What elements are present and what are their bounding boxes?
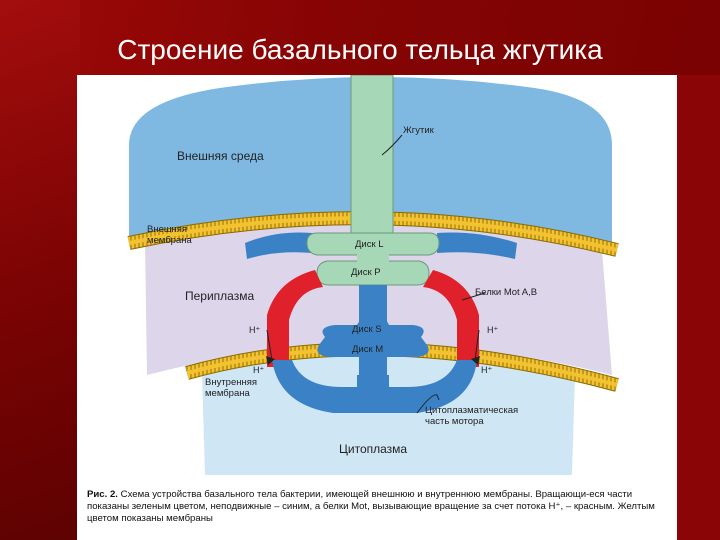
mot-protein-right [423,270,479,367]
figure-panel: Жгутик Внешняя среда Внешняя мембрана Пе… [77,75,677,540]
h-arrow-left [266,329,273,361]
label-disk-m: Диск M [352,344,383,355]
label-motor-1: Цитоплазматическая [425,405,518,416]
label-h-plus-right-top: H⁺ [487,325,498,335]
label-periplasm: Периплазма [185,289,254,303]
label-disk-p: Диск P [351,267,381,278]
caption-figure-label: Рис. 2. [87,489,118,500]
disk-p [316,260,430,286]
leader-mot [461,292,486,301]
label-disk-l: Диск L [355,239,384,250]
label-outer-membrane-1: Внешняя [147,224,187,235]
figure-caption: Рис. 2. Схема устройства базального тела… [87,489,673,525]
outer-collar-left [245,232,312,259]
label-disk-s: Диск S [352,324,382,335]
slide-title: Строение базального тельца жгутика [117,34,603,65]
outer-collar-right [437,232,517,259]
flagellum-shaft [350,75,394,236]
label-mot-proteins: Белки Mot A,B [475,287,537,298]
label-outer-membrane-2: мембрана [147,235,192,246]
label-inner-membrane-1: Внутренняя [205,377,257,388]
left-decor-band [0,0,80,540]
h-arrow-right [474,329,480,361]
label-flagellum: Жгутик [403,125,435,136]
label-h-plus-left-bottom: H⁺ [253,365,264,375]
disk-l [306,232,440,256]
label-motor-2: часть мотора [425,416,484,427]
label-h-plus-left-top: H⁺ [249,325,260,335]
label-inner-membrane-2: мембрана [205,388,250,399]
leader-flagellum [381,134,403,156]
title-band [0,0,720,75]
label-cytoplasm: Цитоплазма [339,442,407,456]
caption-text: Схема устройства базального тела бактери… [87,489,655,524]
mot-protein-left [267,270,323,367]
label-h-plus-right-bottom: H⁺ [481,365,492,375]
basal-body-diagram: Жгутик Внешняя среда Внешняя мембрана Пе… [127,75,619,475]
leader-motor [416,394,440,414]
disk-s-m [317,315,429,357]
label-outer-environment: Внешняя среда [177,149,264,163]
